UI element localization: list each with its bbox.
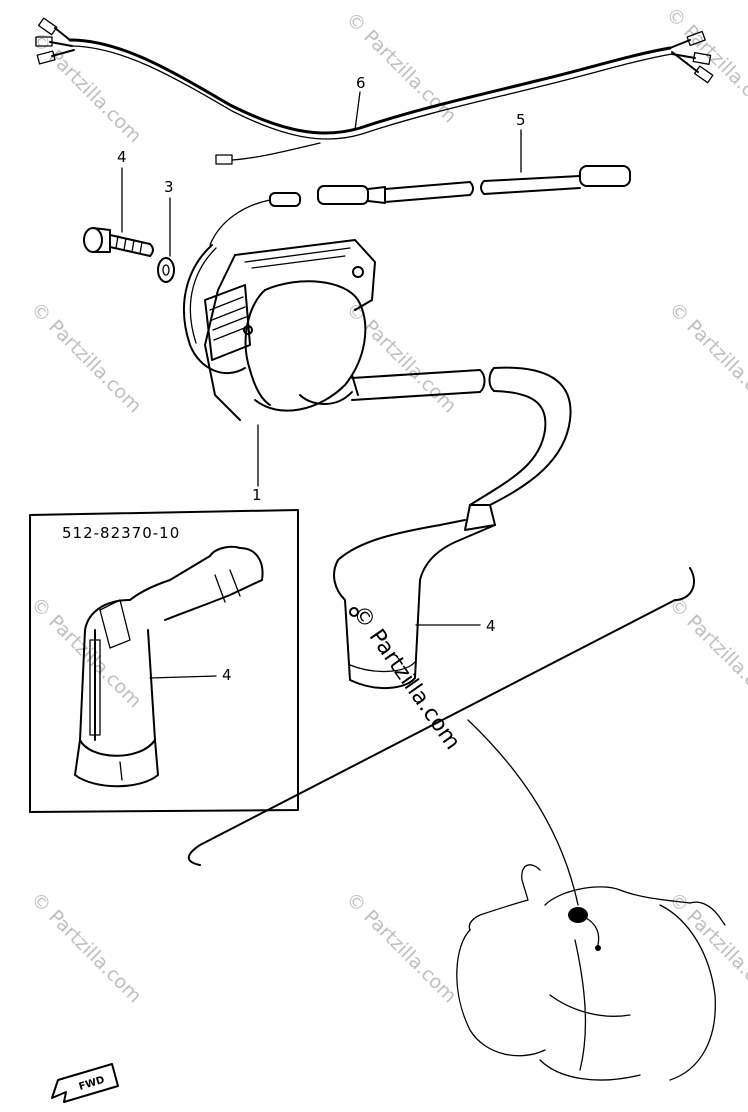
ignition-coil — [182, 239, 572, 506]
watermark: © Partzilla.com — [26, 888, 145, 1007]
watermark: © Partzilla.com — [664, 298, 748, 417]
inset-box — [29, 509, 299, 813]
callout-1: 1 — [252, 486, 262, 504]
plug-cap-inset — [74, 545, 264, 788]
watermark: © Partzilla.com — [26, 298, 145, 417]
frame-line — [187, 567, 695, 866]
bolt — [83, 227, 154, 257]
callout-3: 4 — [117, 148, 127, 166]
watermark: © Partzilla.com — [341, 8, 460, 127]
watermark: © Partzilla.com — [341, 888, 460, 1007]
motorcycle-silhouette — [456, 864, 726, 1081]
watermarks: © Partzilla.com © Partzilla.com © Partzi… — [26, 3, 748, 1007]
callout-5: 5 — [516, 111, 526, 129]
watermark: © Partzilla.com — [26, 593, 145, 712]
callout-2: 3 — [164, 178, 174, 196]
watermark: © Partzilla.com — [664, 888, 748, 1007]
fwd-arrow — [51, 1063, 119, 1103]
center-watermark: © Partzilla.com — [347, 601, 465, 754]
watermark: © Partzilla.com — [664, 593, 748, 712]
callout-6: 6 — [356, 74, 366, 92]
plug-cap-main — [333, 504, 496, 690]
leader-6 — [354, 91, 361, 131]
high-tension-cord — [209, 165, 631, 246]
watermark: © Partzilla.com — [661, 3, 748, 122]
location-leader — [467, 719, 579, 906]
leader-4a — [149, 675, 217, 679]
callout-4a: 4 — [222, 666, 232, 684]
inset-part-number: 512-82370-10 — [62, 524, 180, 542]
wire-harness — [35, 17, 714, 165]
callout-4b: 4 — [486, 617, 496, 635]
washer — [157, 257, 175, 283]
